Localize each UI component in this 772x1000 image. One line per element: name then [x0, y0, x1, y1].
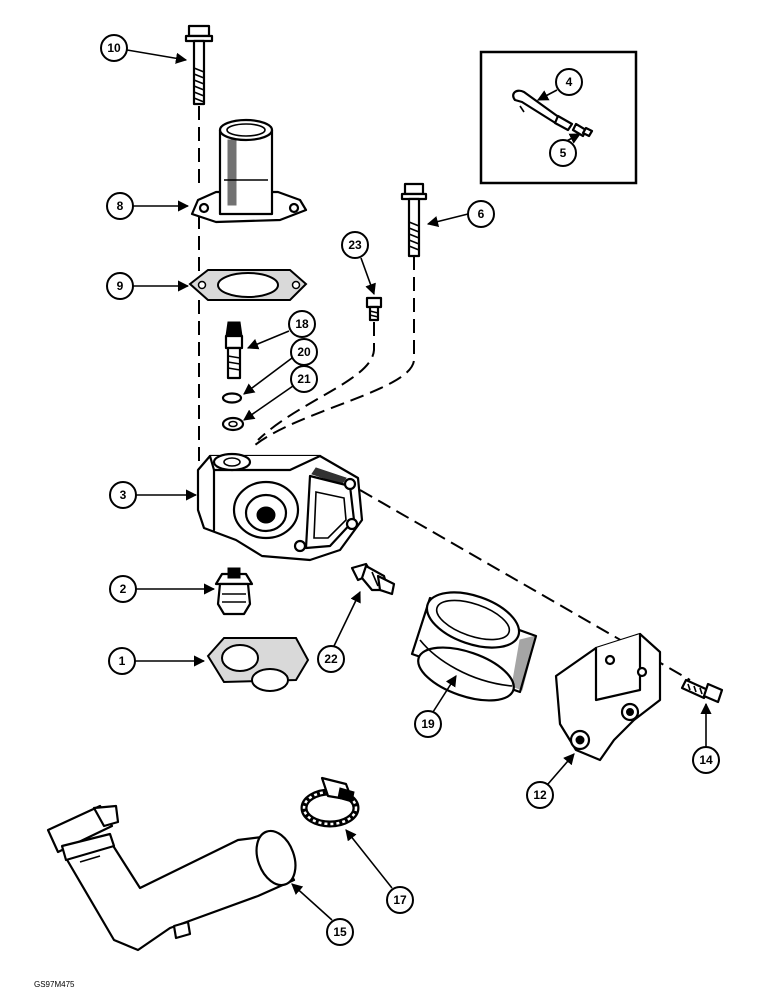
flange-bolt-part-10: [184, 24, 214, 106]
callout-2: 2: [109, 575, 137, 603]
long-bolt-part-6: [400, 182, 428, 258]
svg-text:5: 5: [560, 146, 567, 160]
svg-text:3: 3: [120, 488, 127, 502]
callout-23: 23: [341, 231, 369, 259]
callout-9: 9: [106, 272, 134, 300]
svg-text:4: 4: [566, 75, 573, 89]
svg-text:14: 14: [699, 753, 713, 767]
gasket-part-9: [188, 269, 308, 301]
svg-text:8: 8: [117, 199, 124, 213]
svg-text:23: 23: [348, 238, 362, 252]
bolt-part-14: [680, 678, 724, 704]
callout-5: 5: [549, 139, 577, 167]
bracket-part-12: [554, 632, 662, 762]
fitting-part-22: [350, 562, 396, 596]
svg-text:2: 2: [120, 582, 127, 596]
svg-text:9: 9: [117, 279, 124, 293]
callout-12: 12: [526, 781, 554, 809]
svg-text:20: 20: [297, 345, 311, 359]
svg-text:17: 17: [393, 893, 407, 907]
hose-part-15: [46, 804, 297, 952]
figure-code: GS97M475: [34, 980, 75, 989]
o-ring-part-20: [221, 392, 243, 404]
thermostat-housing-part-3: [196, 452, 364, 562]
callout-19: 19: [414, 710, 442, 738]
temperature-sender-part-18: [224, 321, 244, 380]
callout-14: 14: [692, 746, 720, 774]
svg-text:1: 1: [119, 654, 126, 668]
callout-17: 17: [386, 886, 414, 914]
svg-text:10: 10: [107, 41, 121, 55]
callout-4: 4: [555, 68, 583, 96]
svg-text:21: 21: [297, 372, 311, 386]
callout-21: 21: [290, 365, 318, 393]
callout-10: 10: [100, 34, 128, 62]
hose-clamp-part-17: [300, 776, 360, 828]
svg-text:19: 19: [421, 717, 435, 731]
sealing-washer-part-21: [221, 416, 245, 432]
callout-20: 20: [290, 338, 318, 366]
water-outlet-part-8: [190, 118, 308, 224]
thermostat-part-2: [214, 567, 254, 616]
callout-8: 8: [106, 192, 134, 220]
svg-text:18: 18: [295, 317, 309, 331]
gasket-part-1: [206, 637, 310, 692]
callout-1: 1: [108, 647, 136, 675]
svg-text:6: 6: [478, 207, 485, 221]
plug-part-23: [365, 296, 383, 322]
svg-text:15: 15: [333, 925, 347, 939]
callout-22: 22: [317, 645, 345, 673]
leader-lines: [126, 49, 712, 921]
svg-text:22: 22: [324, 652, 338, 666]
oil-filter-part-19: [410, 591, 538, 702]
svg-text:12: 12: [533, 788, 547, 802]
callout-15: 15: [326, 918, 354, 946]
callout-18: 18: [288, 310, 316, 338]
callout-6: 6: [467, 200, 495, 228]
callout-3: 3: [109, 481, 137, 509]
